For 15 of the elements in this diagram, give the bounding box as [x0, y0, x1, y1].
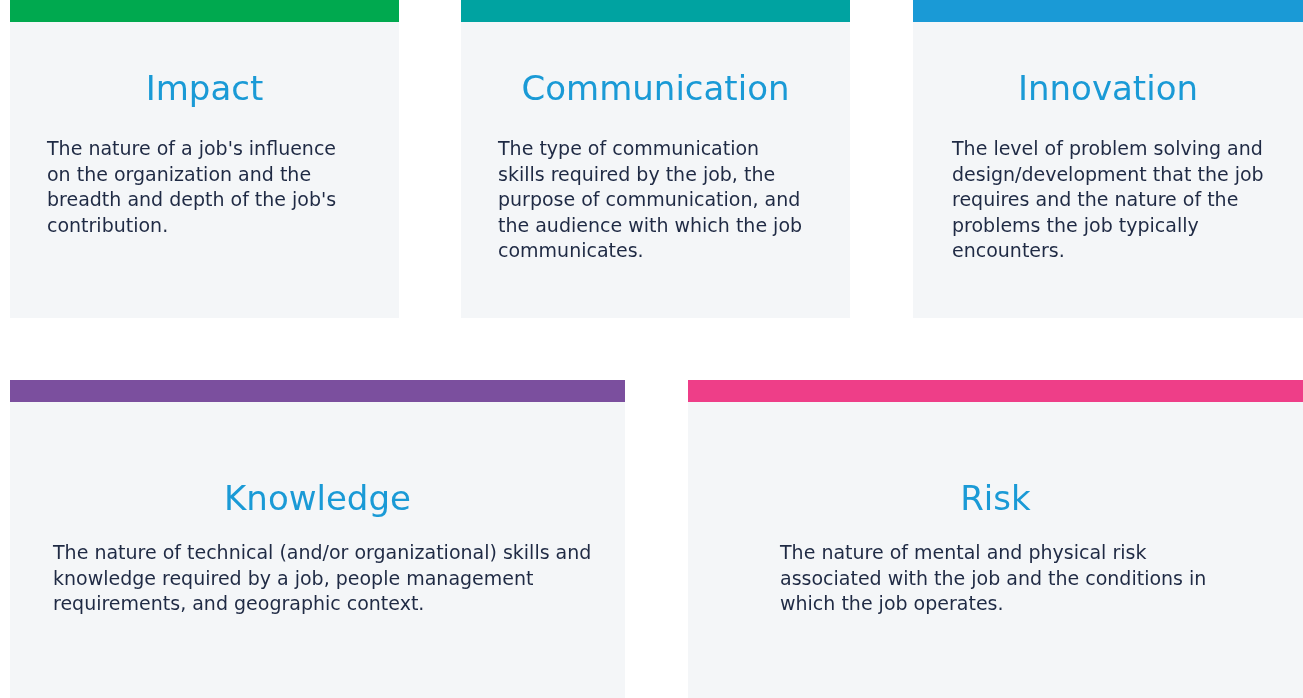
- card-description: The nature of a job's influence on the organization and the breadth and depth of the job's contribution.: [47, 136, 338, 238]
- card-description: The type of communication skills required by the job, the purpose of communication, and the audience with which the job communicates.: [498, 136, 804, 263]
- card-title: Innovation: [1017, 68, 1199, 108]
- card: [10, 0, 399, 318]
- card: [461, 0, 850, 318]
- card-title: Impact: [144, 68, 265, 108]
- card-title: Risk: [959, 478, 1032, 518]
- card-title: Communication: [520, 68, 791, 108]
- card: [10, 380, 625, 698]
- card-description: The nature of technical (and/or organizational) skills and knowledge required by a job, people management requirements, and geographic context.: [53, 540, 593, 616]
- card: [688, 380, 1303, 698]
- card-description: The nature of mental and physical risk associated with the job and the conditions in which the job operates.: [780, 540, 1208, 616]
- card-description: The level of problem solving and design/development that the job requires and the nature of the problems the job typically encounters.: [952, 136, 1265, 263]
- card-title: Knowledge: [223, 478, 412, 518]
- card: [913, 0, 1303, 318]
